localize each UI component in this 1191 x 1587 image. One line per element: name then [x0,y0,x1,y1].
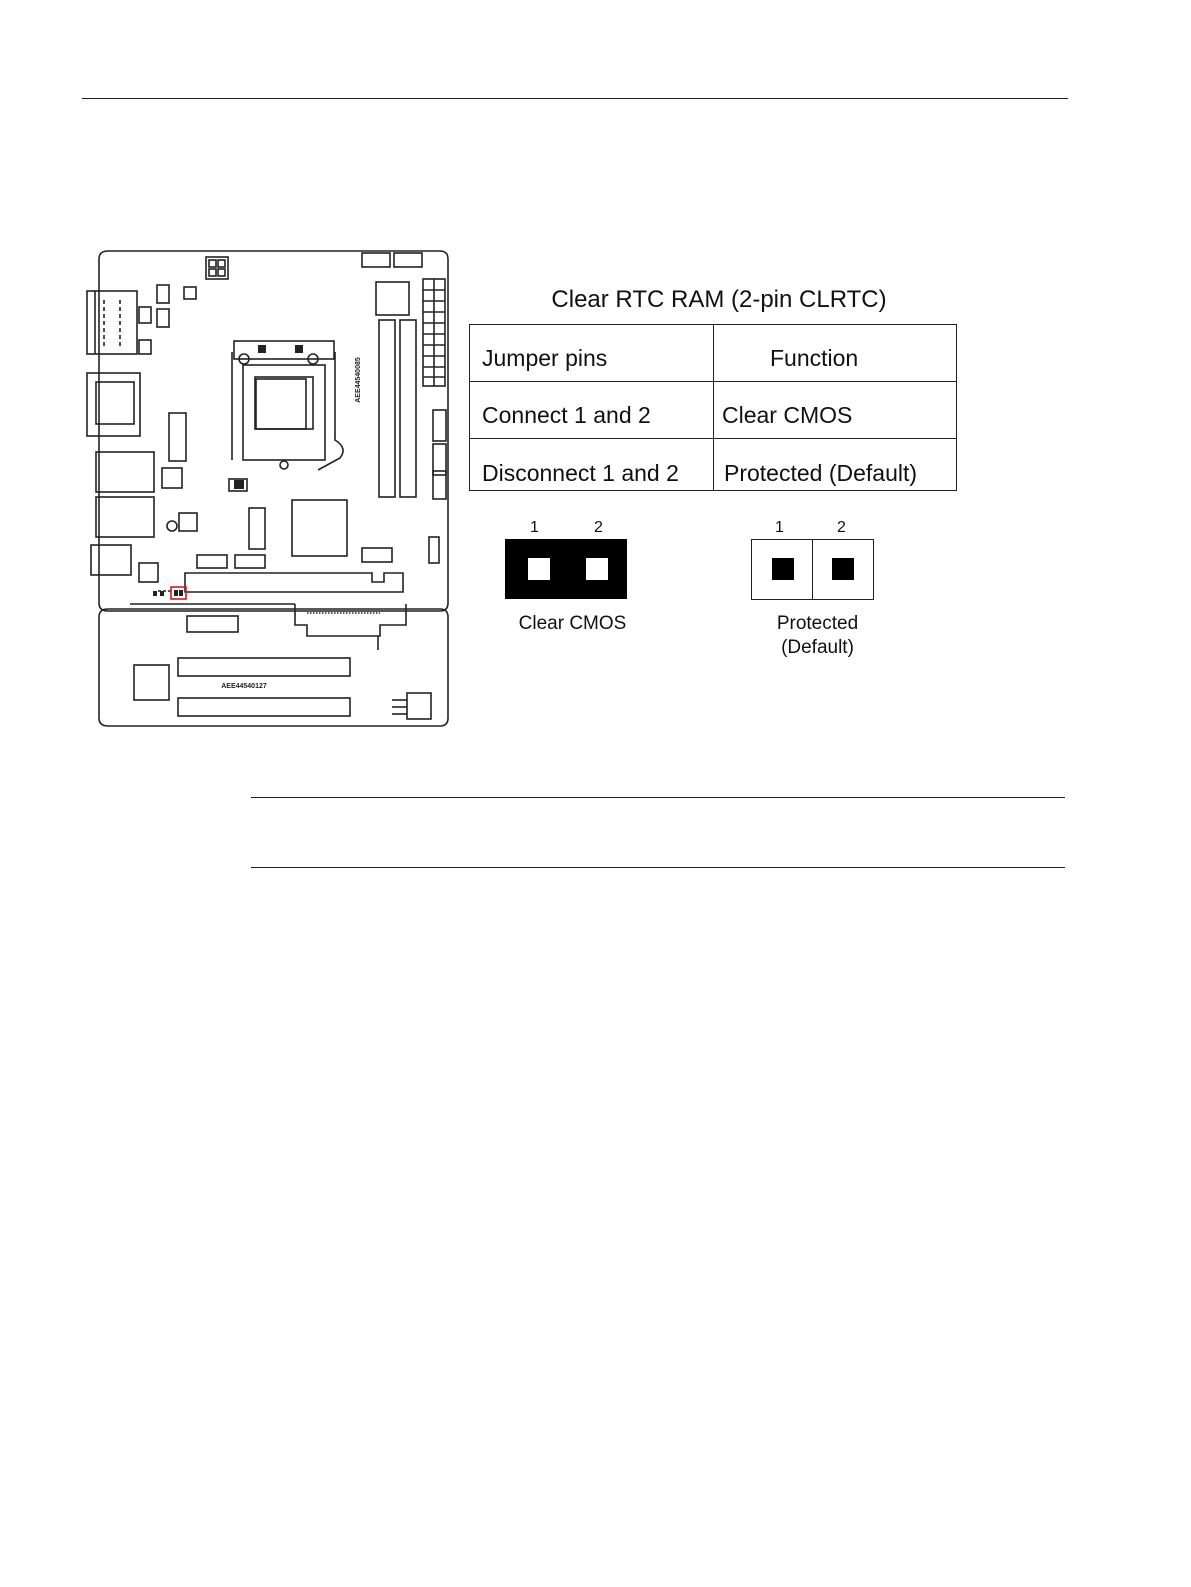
pin-number-label: 1 [530,519,539,537]
jumper-table: Jumper pins Function Connect 1 and 2 Cle… [469,324,957,491]
table-cell: Clear CMOS [722,402,852,429]
note-rule-top [251,797,1065,798]
table-title: Clear RTC RAM (2-pin CLRTC) [470,286,968,314]
jumper-pin-2 [832,558,854,580]
silkscreen-label: AEE44540085 [355,357,362,403]
pin-number-label: 1 [775,519,784,537]
table-header-row: Jumper pins Function [470,325,956,382]
clrtc-jumper-highlight [171,587,186,599]
pin-number-label: 2 [594,519,603,537]
jumper-caption: Protected (Default) [745,612,890,660]
note-rule-bottom [251,867,1065,868]
table-row: Connect 1 and 2 Clear CMOS [470,382,956,439]
header-cell: Jumper pins [482,345,607,372]
jumper-caption-line: (Default) [745,636,890,660]
table-row: Disconnect 1 and 2 Protected (Default) [470,439,956,492]
header-cell: Function [770,345,858,372]
header-rule [82,98,1068,99]
jumper-caption-line: Protected [745,612,890,636]
jumper-divider [812,540,813,599]
jumper-protected-diagram [751,539,874,600]
motherboard-diagram: AEE44540085 AEE44540127 [84,246,454,732]
pin-number-label: 2 [837,519,846,537]
table-cell: Connect 1 and 2 [482,402,651,429]
table-cell: Protected (Default) [724,460,917,487]
silkscreen-label: AEE44540127 [221,683,267,690]
jumper-clear-cmos-diagram [505,539,627,599]
jumper-pin-1 [528,558,550,580]
jumper-caption: Clear CMOS [500,612,645,636]
jumper-pin-1 [772,558,794,580]
jumper-pin-2 [586,558,608,580]
table-cell: Disconnect 1 and 2 [482,460,679,487]
